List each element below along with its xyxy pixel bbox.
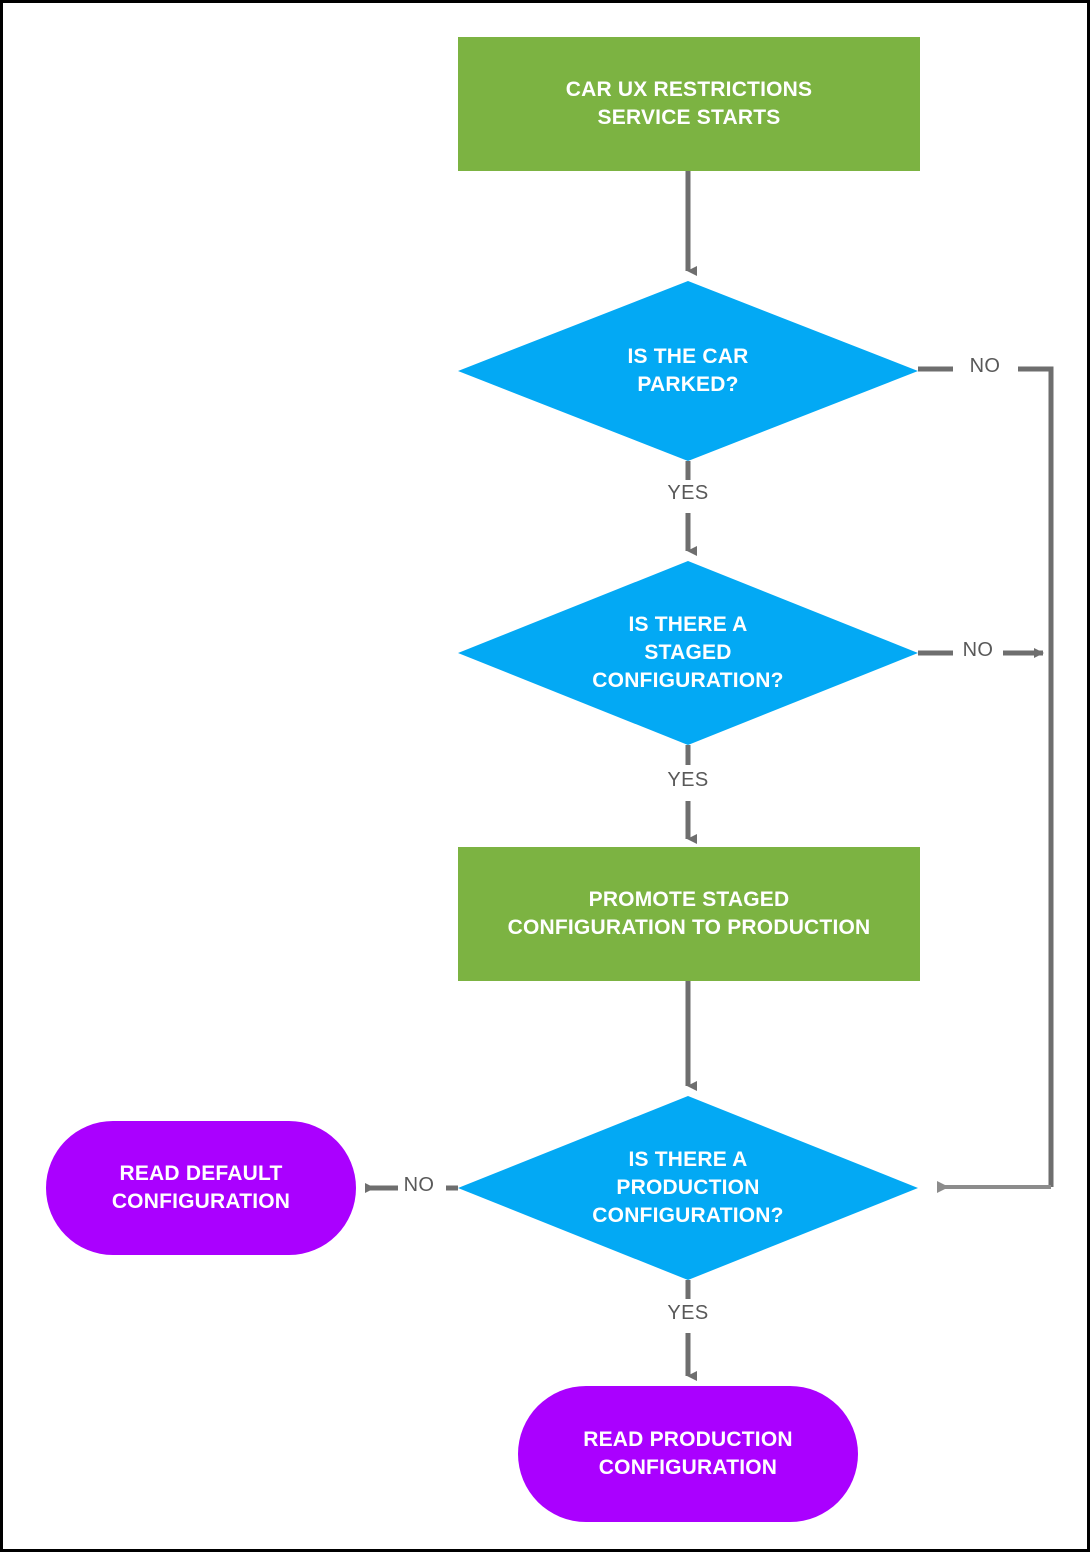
edge-parked-no-to-bus xyxy=(1018,366,1054,1187)
node-start[interactable] xyxy=(458,37,920,171)
node-production-config-shape[interactable] xyxy=(458,1096,918,1280)
node-promote-staged-shape[interactable] xyxy=(458,847,920,981)
node-promote-staged[interactable] xyxy=(458,847,920,981)
node-production-config[interactable] xyxy=(533,1120,843,1256)
node-car-parked-shape[interactable] xyxy=(458,281,918,461)
node-car-parked[interactable] xyxy=(533,301,843,441)
flowchart-graphics xyxy=(46,37,1054,1522)
node-read-production-shape[interactable] xyxy=(518,1386,858,1522)
node-staged-config[interactable] xyxy=(533,585,843,721)
node-read-production[interactable] xyxy=(518,1386,858,1522)
node-start-shape[interactable] xyxy=(458,37,920,171)
node-staged-config-shape[interactable] xyxy=(458,561,918,745)
node-read-default[interactable] xyxy=(46,1121,356,1255)
node-read-default-shape[interactable] xyxy=(46,1121,356,1255)
